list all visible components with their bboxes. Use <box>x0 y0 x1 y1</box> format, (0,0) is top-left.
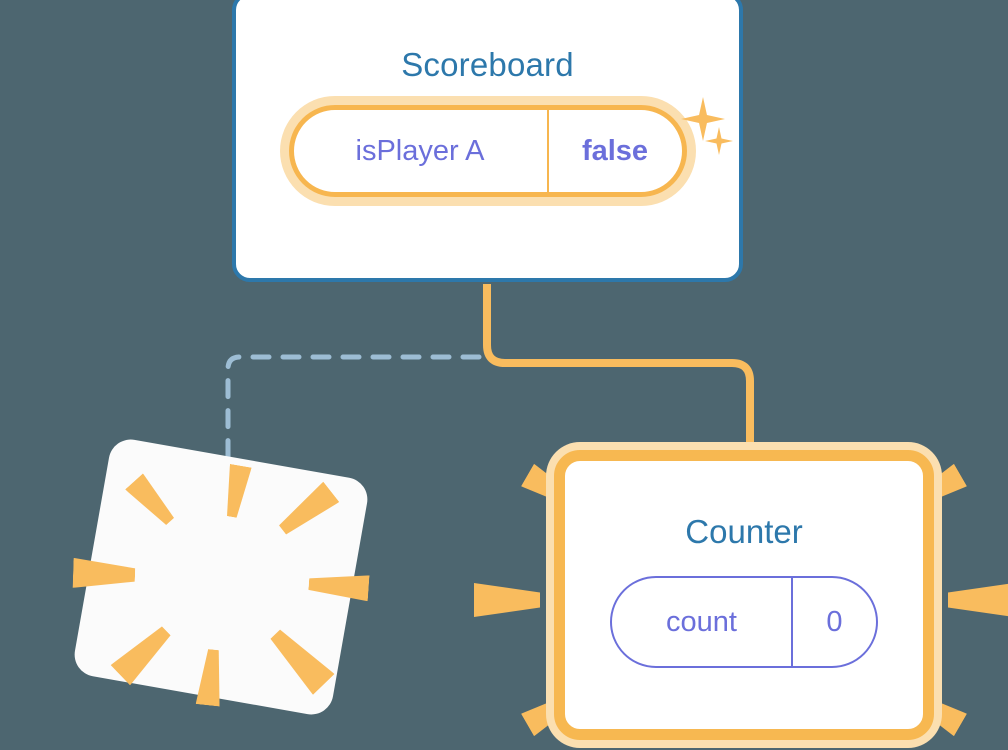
count-property-key: count <box>612 578 793 666</box>
burst-ray <box>474 583 540 617</box>
scoreboard-title: Scoreboard <box>401 46 574 83</box>
isplayer-property-pill[interactable]: isPlayer A false <box>288 105 687 197</box>
counter-card[interactable]: Counter count 0 <box>554 450 934 740</box>
burst-ray <box>948 583 1008 617</box>
connector-dashed-ghost <box>225 354 482 473</box>
isplayer-property-key: isPlayer A <box>294 110 549 192</box>
count-property-value: 0 <box>826 605 843 638</box>
scoreboard-card[interactable]: Scoreboard isPlayer A false <box>232 0 743 282</box>
counter-title: Counter <box>685 513 803 550</box>
isplayer-property-value: false <box>581 134 649 167</box>
isplayer-pill-wrapper: isPlayer A false <box>279 96 696 206</box>
count-property-pill[interactable]: count 0 <box>610 576 878 668</box>
connector-solid-counter <box>483 284 754 468</box>
